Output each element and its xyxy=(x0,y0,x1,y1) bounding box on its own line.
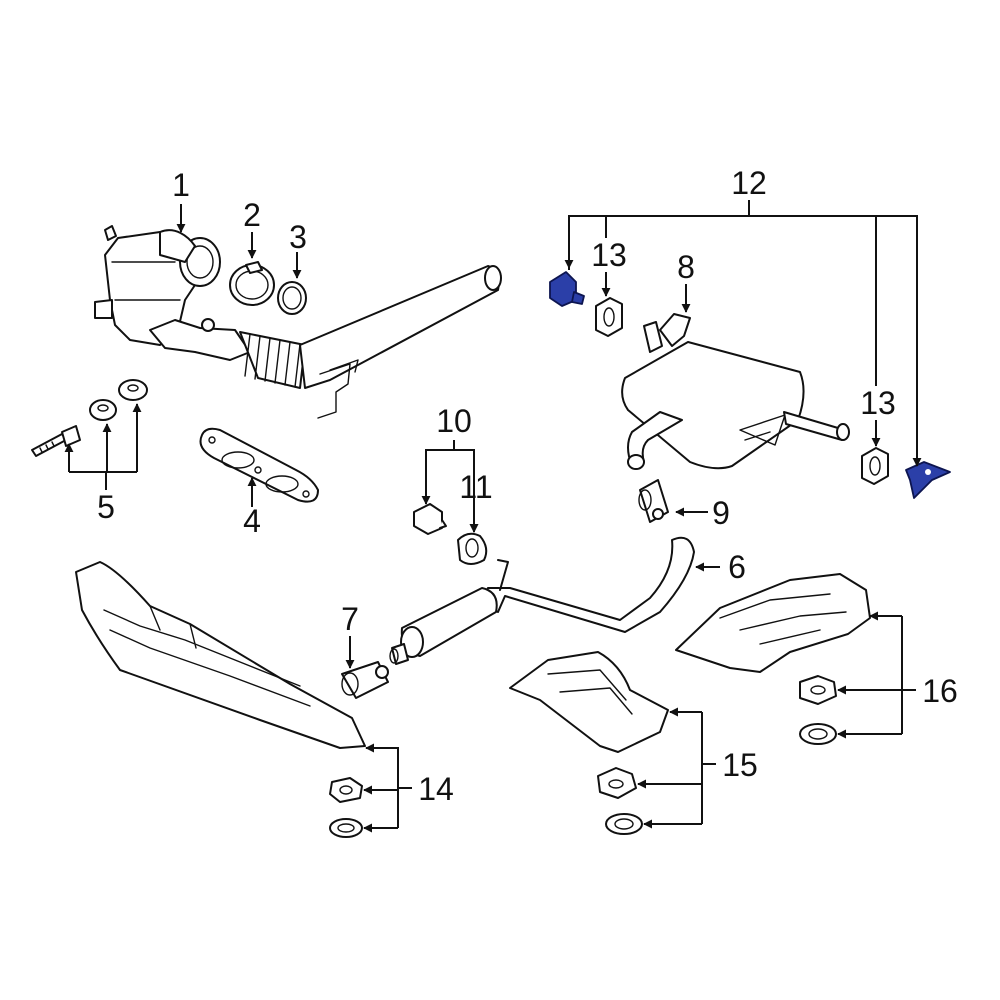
catalytic-converter[interactable] xyxy=(94,225,502,419)
washer-small[interactable] xyxy=(89,399,117,421)
callout-9: 9 xyxy=(712,495,730,531)
gasket-ring[interactable] xyxy=(277,281,307,315)
rear-muffler[interactable] xyxy=(621,313,850,470)
washer-large[interactable] xyxy=(118,379,148,401)
heat-shield-washer-16[interactable] xyxy=(799,723,837,745)
intermediate-pipe[interactable] xyxy=(389,536,695,665)
heat-shield-front[interactable] xyxy=(75,561,366,749)
callout-13-left: 13 xyxy=(591,237,627,273)
heat-shield-center[interactable] xyxy=(509,651,669,753)
callout-6: 6 xyxy=(728,549,746,585)
callout-4: 4 xyxy=(243,503,261,539)
callout-8: 8 xyxy=(677,249,695,285)
insulator[interactable] xyxy=(457,532,488,565)
heat-shield-rear[interactable] xyxy=(675,573,871,673)
heat-shield-washer-15[interactable] xyxy=(605,813,643,835)
callout-7: 7 xyxy=(341,601,359,637)
bolt[interactable] xyxy=(31,425,81,457)
rear-clamp[interactable] xyxy=(638,479,669,523)
callout-14: 14 xyxy=(418,771,454,807)
callout-numbers: 1 2 3 4 5 6 7 8 9 10 11 12 13 13 14 15 1… xyxy=(97,165,958,807)
insulator-left[interactable] xyxy=(595,297,623,337)
heat-shield-washer-14[interactable] xyxy=(329,818,363,838)
callout-13-right: 13 xyxy=(860,385,896,421)
callout-15: 15 xyxy=(722,747,758,783)
callout-11: 11 xyxy=(459,469,492,505)
callout-1: 1 xyxy=(172,167,190,203)
callout-16: 16 xyxy=(922,673,958,709)
hanger-right-highlighted[interactable] xyxy=(905,461,951,499)
clamp[interactable] xyxy=(229,261,275,306)
heat-shield-nut-16[interactable] xyxy=(799,675,837,705)
resonator[interactable] xyxy=(389,587,498,665)
heat-shield-nut-14[interactable] xyxy=(329,777,363,803)
callout-12: 12 xyxy=(731,165,767,201)
leader-lines xyxy=(64,200,922,833)
callout-2: 2 xyxy=(243,197,261,233)
flex-pipe[interactable] xyxy=(239,331,306,389)
callout-3: 3 xyxy=(289,219,307,255)
heat-shield-nut-15[interactable] xyxy=(597,767,637,799)
insulator-right[interactable] xyxy=(861,447,889,485)
callout-5: 5 xyxy=(97,489,115,525)
hanger-bracket[interactable] xyxy=(413,503,447,535)
hanger-left-highlighted[interactable] xyxy=(549,271,585,307)
callout-10: 10 xyxy=(436,403,472,439)
pipe-clamp[interactable] xyxy=(341,661,389,699)
flange-gasket[interactable] xyxy=(199,427,319,503)
